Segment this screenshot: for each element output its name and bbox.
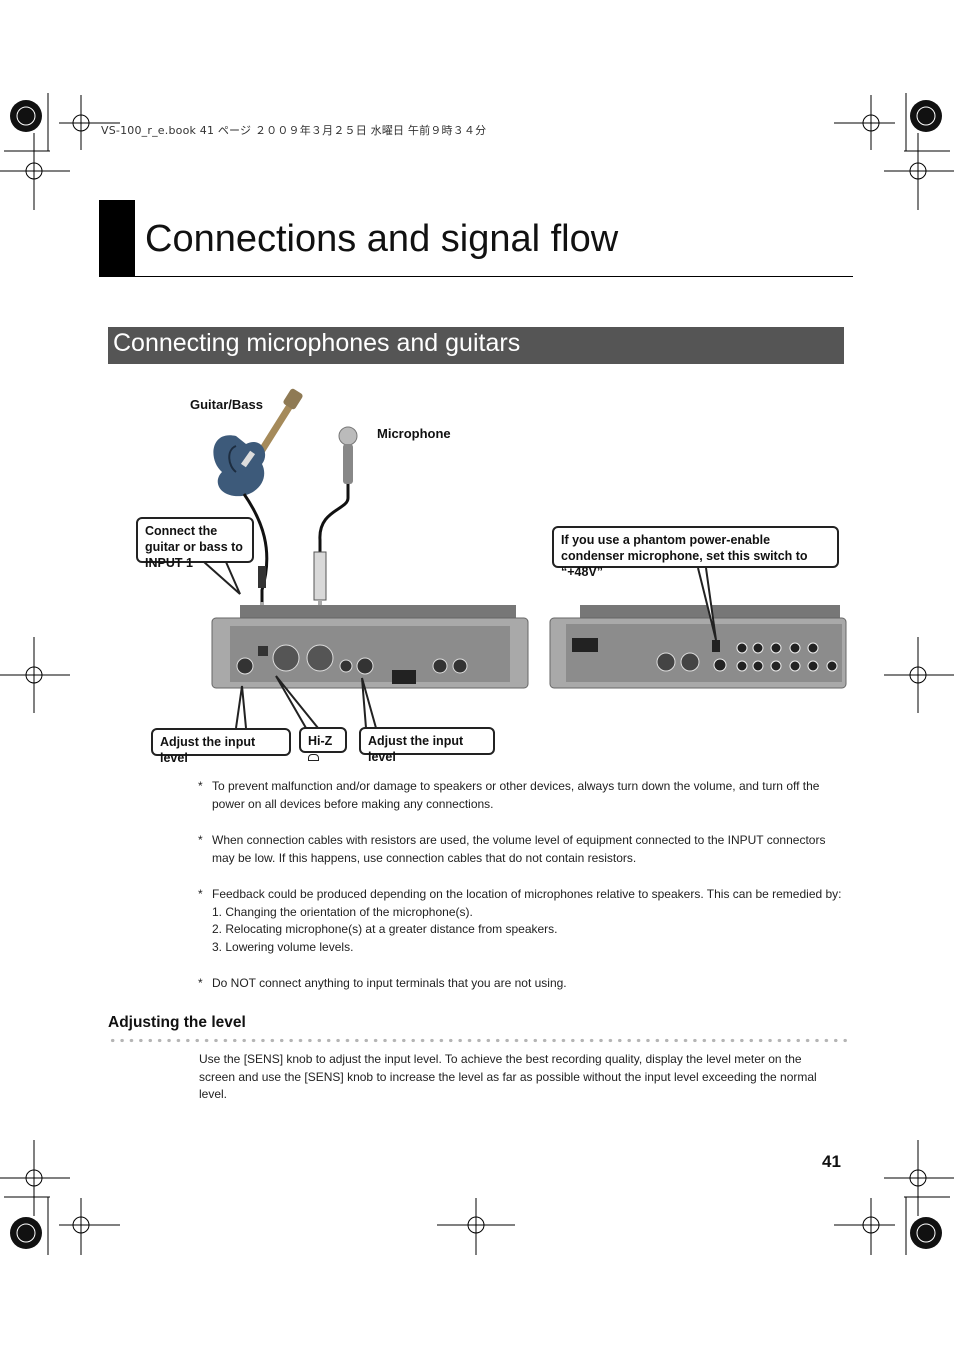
section-bar <box>108 327 844 364</box>
note-item: * Do NOT connect anything to input termi… <box>198 975 848 993</box>
note-item: * Feedback could be produced depending o… <box>198 886 848 956</box>
print-header: VS-100_r_e.book 41 ページ ２００９年３月２５日 水曜日 午前… <box>101 124 487 137</box>
note-item: * To prevent malfunction and/or damage t… <box>198 778 848 813</box>
subsection-heading: Adjusting the level <box>108 1014 246 1031</box>
callout-adjust-level-left: Adjust the input level <box>151 728 291 765</box>
title-rule <box>99 276 853 277</box>
callout-guitar-input: Connect the guitar or bass to INPUT 1 <box>136 517 254 570</box>
microphone-label: Microphone <box>377 426 451 441</box>
microphone-illustration <box>313 426 358 601</box>
note-body: Feedback could be produced depending on … <box>212 886 848 956</box>
rear-panel <box>549 605 847 689</box>
note-text: When connection cables with resistors ar… <box>212 833 826 865</box>
note-marker: * <box>198 976 203 990</box>
dotted-divider <box>108 1038 848 1043</box>
note-subitem: 1. Changing the orientation of the micro… <box>212 904 473 919</box>
adjusting-paragraph: Use the [SENS] knob to adjust the input … <box>199 1052 817 1101</box>
front-panel <box>211 605 529 689</box>
note-marker: * <box>198 779 203 793</box>
connection-diagram <box>203 388 847 729</box>
note-text: To prevent malfunction and/or damage to … <box>212 779 820 811</box>
section-title: Connecting microphones and guitars <box>113 329 521 357</box>
guitar-illustration <box>213 388 303 497</box>
page-number: 41 <box>822 1152 841 1171</box>
hi-z-switch-icon <box>308 754 319 762</box>
note-marker: * <box>198 833 203 847</box>
callout-hi-z: Hi-Z <box>299 727 347 762</box>
note-subitem: 3. Lowering volume levels. <box>212 939 354 954</box>
page-title: Connections and signal flow <box>145 218 619 260</box>
callout-adjust-level-right: Adjust the input level <box>359 727 495 764</box>
note-subitem: 2. Relocating microphone(s) at a greater… <box>212 922 558 936</box>
callout-phantom-power: If you use a phantom power-enable conden… <box>552 526 839 579</box>
note-item: * When connection cables with resistors … <box>198 832 848 867</box>
guitar-label: Guitar/Bass <box>190 397 263 412</box>
notes-list: * To prevent malfunction and/or damage t… <box>198 778 848 1012</box>
note-text: Feedback could be produced depending on … <box>212 887 842 901</box>
hi-z-label: Hi-Z <box>308 734 333 748</box>
note-marker: * <box>198 887 203 901</box>
note-text: Do NOT connect anything to input termina… <box>212 976 567 990</box>
title-block <box>99 200 135 277</box>
